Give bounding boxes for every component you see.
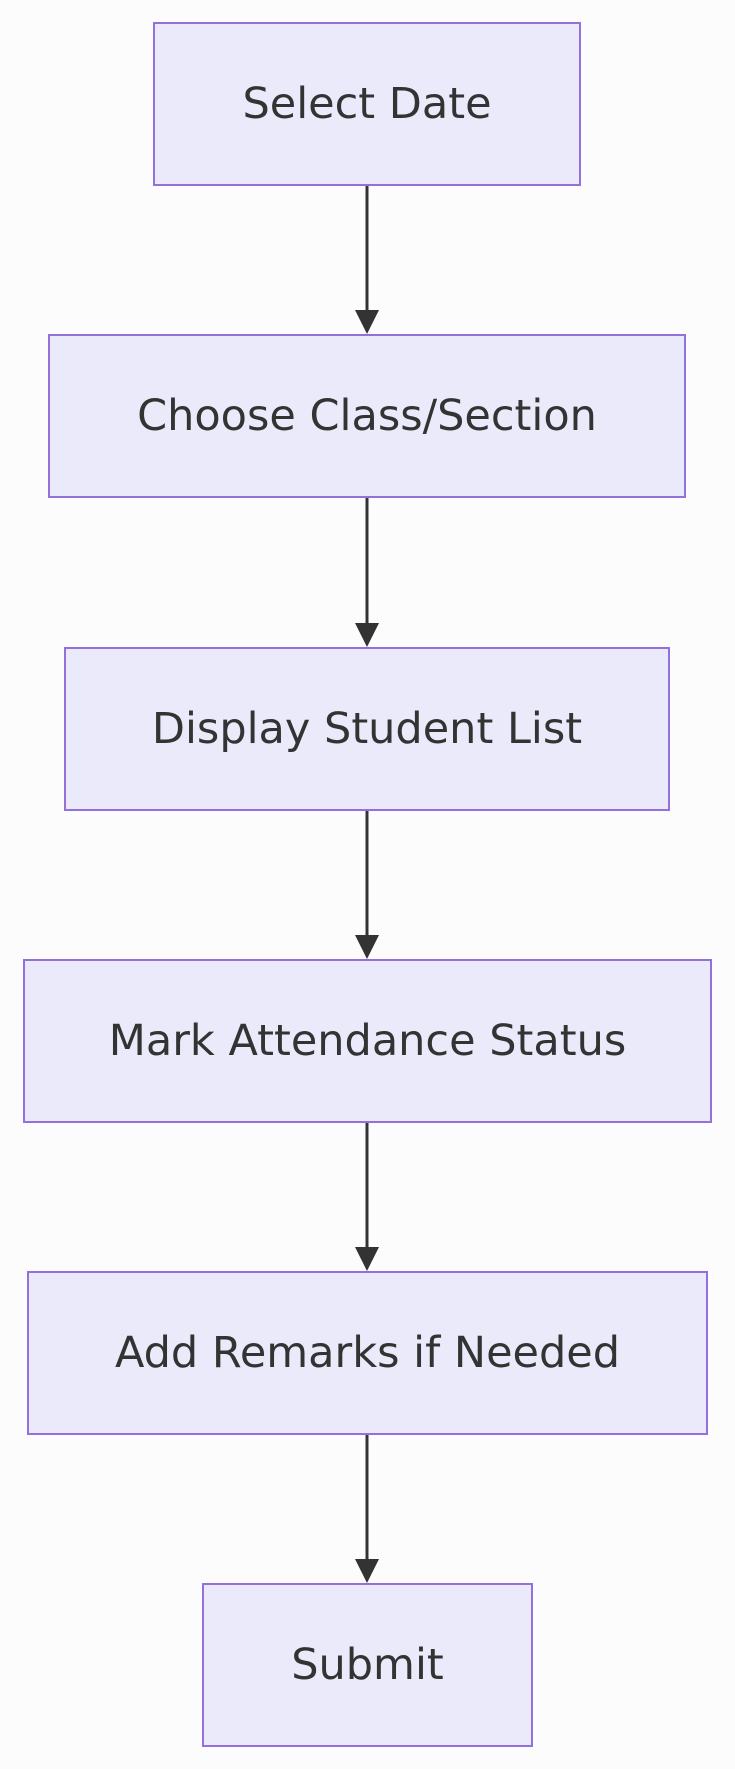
node-add-remarks: Add Remarks if Needed	[27, 1271, 708, 1435]
node-label: Add Remarks if Needed	[114, 1328, 621, 1378]
edge-display-list-to-mark-attendance	[355, 811, 379, 959]
node-choose-class-section: Choose Class/Section	[48, 334, 686, 498]
arrowhead-icon	[355, 935, 379, 959]
node-label: Choose Class/Section	[137, 391, 597, 441]
node-label: Submit	[291, 1640, 444, 1690]
node-mark-attendance-status: Mark Attendance Status	[23, 959, 712, 1123]
node-label: Select Date	[242, 79, 492, 129]
edge-choose-class-to-display-list	[355, 498, 379, 647]
node-select-date: Select Date	[153, 22, 581, 186]
arrowhead-icon	[355, 1247, 379, 1271]
node-label: Mark Attendance Status	[108, 1016, 627, 1066]
edge-select-date-to-choose-class	[355, 186, 379, 334]
node-display-student-list: Display Student List	[64, 647, 670, 811]
arrowhead-icon	[355, 1559, 379, 1583]
edge-mark-attendance-to-add-remarks	[355, 1123, 379, 1271]
node-submit: Submit	[202, 1583, 533, 1747]
arrowhead-icon	[355, 623, 379, 647]
arrowhead-icon	[355, 310, 379, 334]
node-label: Display Student List	[151, 704, 583, 754]
edge-add-remarks-to-submit	[355, 1435, 379, 1583]
